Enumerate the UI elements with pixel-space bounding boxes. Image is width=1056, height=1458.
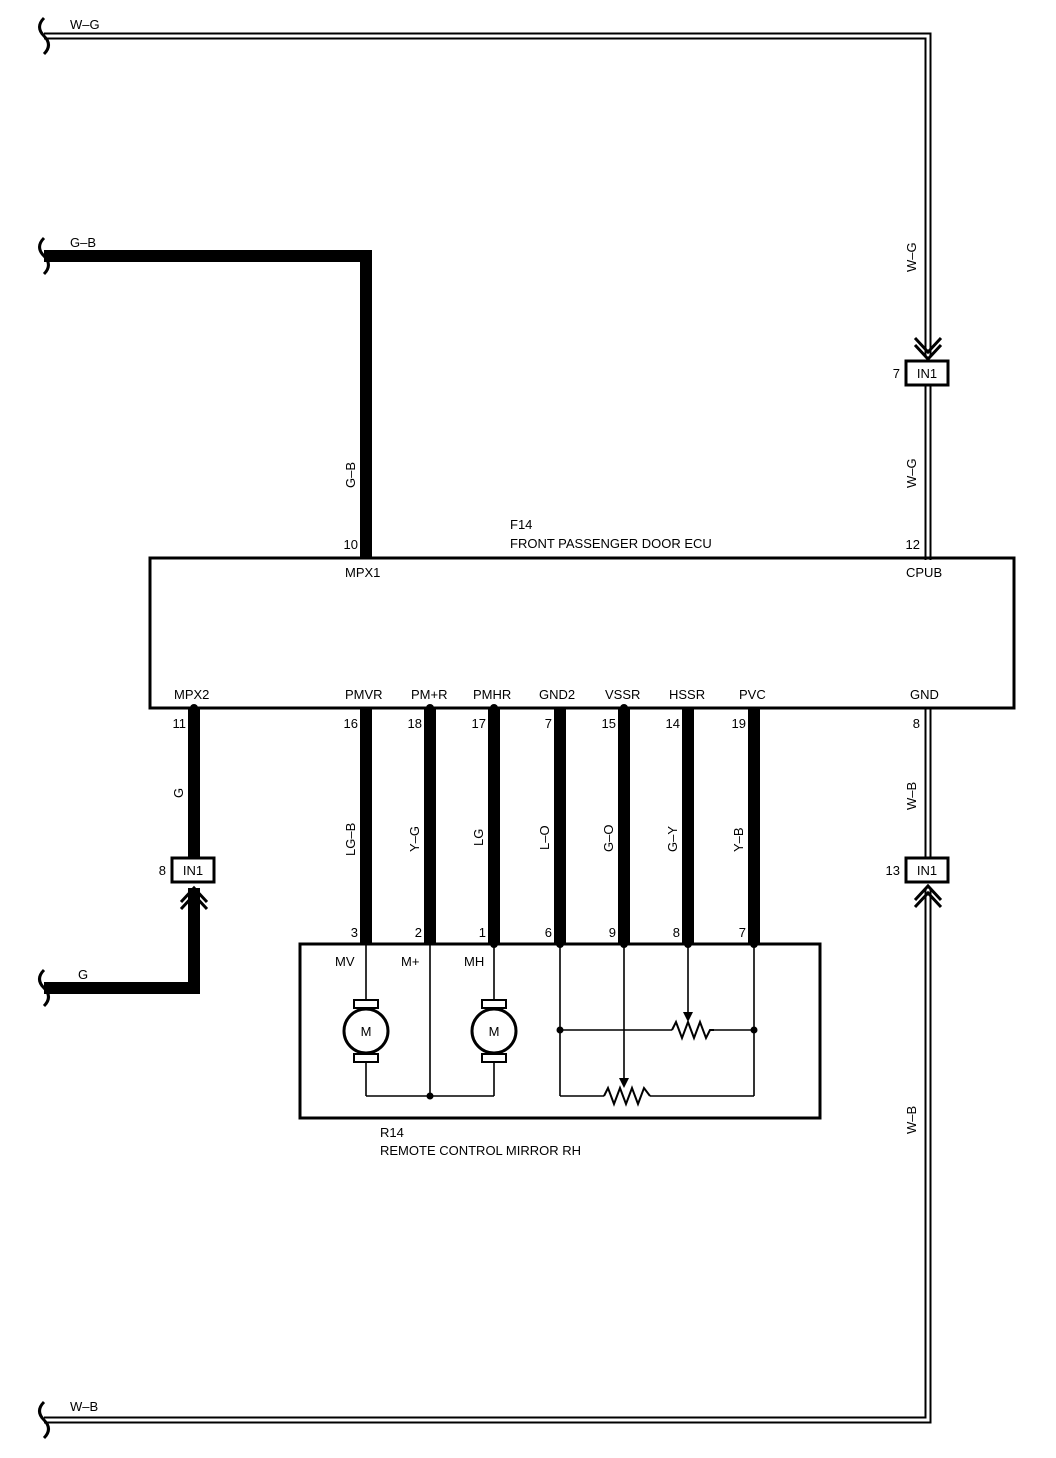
connector-in1-left: IN1 8 xyxy=(159,856,216,884)
ecu-pin-num-gnd2: 7 xyxy=(545,716,552,731)
wire-label-wb-lower: W–B xyxy=(904,1106,919,1134)
ecu-pin-num-pmhr: 17 xyxy=(472,716,486,731)
ecu-pin-pmhr: PMHR xyxy=(473,687,511,702)
connector-in1-top-name: IN1 xyxy=(917,366,937,381)
wire-label-gb-vert: G–B xyxy=(343,462,358,488)
wire-label-wg-top: W–G xyxy=(70,17,100,32)
wire-label-wb-bottom: W–B xyxy=(70,1399,98,1414)
connector-in1-right-name: IN1 xyxy=(917,863,937,878)
motor-h-label: M xyxy=(489,1024,500,1039)
ecu-name: FRONT PASSENGER DOOR ECU xyxy=(510,536,712,551)
ecu-pin-mpx2: MPX2 xyxy=(174,687,209,702)
wire-label-lg: LG xyxy=(471,829,486,846)
sensor-v-resistor xyxy=(603,1085,651,1107)
wire-label-wb-upper: W–B xyxy=(904,782,919,810)
wire-label-gb-top: G–B xyxy=(70,235,96,250)
mirror-pin-mplus: M+ xyxy=(401,954,419,969)
connector-in1-top: IN1 7 xyxy=(893,359,950,387)
connector-in1-left-name: IN1 xyxy=(183,863,203,878)
ecu-pin-num-mpx2: 11 xyxy=(173,716,187,731)
wire-label-g-vert: G xyxy=(171,788,186,798)
sensor-h-resistor xyxy=(671,1019,714,1041)
ecu-pin-num-pvc: 19 xyxy=(732,716,746,731)
motor-h xyxy=(470,1007,518,1055)
ecu-pin-pmvr: PMVR xyxy=(345,687,383,702)
ecu-pin-hssr: HSSR xyxy=(669,687,705,702)
mirror-pin-num-8: 8 xyxy=(673,925,680,940)
mirror-pin-num-mh: 1 xyxy=(479,925,486,940)
ecu-pin-vssr: VSSR xyxy=(605,687,640,702)
ecu-pin-num-cpub: 12 xyxy=(906,537,920,552)
mirror-pin-mh: MH xyxy=(464,954,484,969)
ecu-pin-mpx1: MPX1 xyxy=(345,565,380,580)
wire-label-go: G–O xyxy=(601,825,616,852)
ecu-pin-num-gnd: 8 xyxy=(913,716,920,731)
connector-in1-left-pin: 8 xyxy=(159,863,166,878)
ecu-pin-num-pmr: 18 xyxy=(408,716,422,731)
mirror-pin-num-9: 9 xyxy=(609,925,616,940)
connector-in1-right-pin: 13 xyxy=(886,863,900,878)
connector-in1-top-pin: 7 xyxy=(893,366,900,381)
wire-break-symbols xyxy=(38,16,50,1440)
mirror-pin-num-mplus: 2 xyxy=(415,925,422,940)
motor-v xyxy=(342,1007,390,1055)
ecu-pin-num-pmvr: 16 xyxy=(344,716,358,731)
mirror-pin-num-6: 6 xyxy=(545,925,552,940)
ecu-pin-gnd: GND xyxy=(910,687,939,702)
wire-w-b xyxy=(44,708,943,1424)
wire-label-g-bottom: G xyxy=(78,967,88,982)
mirror-pin-num-7: 7 xyxy=(739,925,746,940)
ecu-pin-pmr: PM+R xyxy=(411,687,447,702)
wire-label-yg: Y–G xyxy=(407,826,422,852)
wire-label-yb: Y–B xyxy=(731,827,746,852)
wire-g xyxy=(44,708,209,994)
mirror-code: R14 xyxy=(380,1125,404,1140)
connector-in1-right: IN1 13 xyxy=(886,856,950,884)
ecu-pin-num-mpx1: 10 xyxy=(344,537,358,552)
mirror-pin-num-mv: 3 xyxy=(351,925,358,940)
wire-label-lo: L–O xyxy=(537,825,552,850)
wire-g-b xyxy=(44,250,372,558)
pin-junctions xyxy=(190,704,758,948)
mirror-pin-mv: MV xyxy=(335,954,355,969)
wire-label-wg-vert-upper: W–G xyxy=(904,242,919,272)
mirror-name: REMOTE CONTROL MIRROR RH xyxy=(380,1143,581,1158)
wire-label-wg-vert-lower: W–G xyxy=(904,458,919,488)
wire-w-g xyxy=(44,32,943,560)
wire-bundle-ecu-mirror xyxy=(360,708,760,944)
ecu-pin-cpub: CPUB xyxy=(906,565,942,580)
ecu-pin-gnd2: GND2 xyxy=(539,687,575,702)
wire-label-gy: G–Y xyxy=(665,826,680,852)
wire-label-lgb: LG–B xyxy=(343,823,358,856)
ecu-pin-num-vssr: 15 xyxy=(602,716,616,731)
ecu-box xyxy=(148,556,1016,710)
motor-v-label: M xyxy=(361,1024,372,1039)
mirror-internal-circuit xyxy=(342,944,758,1107)
ecu-pin-num-hssr: 14 xyxy=(666,716,680,731)
ecu-code: F14 xyxy=(510,517,532,532)
ecu-pin-pvc: PVC xyxy=(739,687,766,702)
